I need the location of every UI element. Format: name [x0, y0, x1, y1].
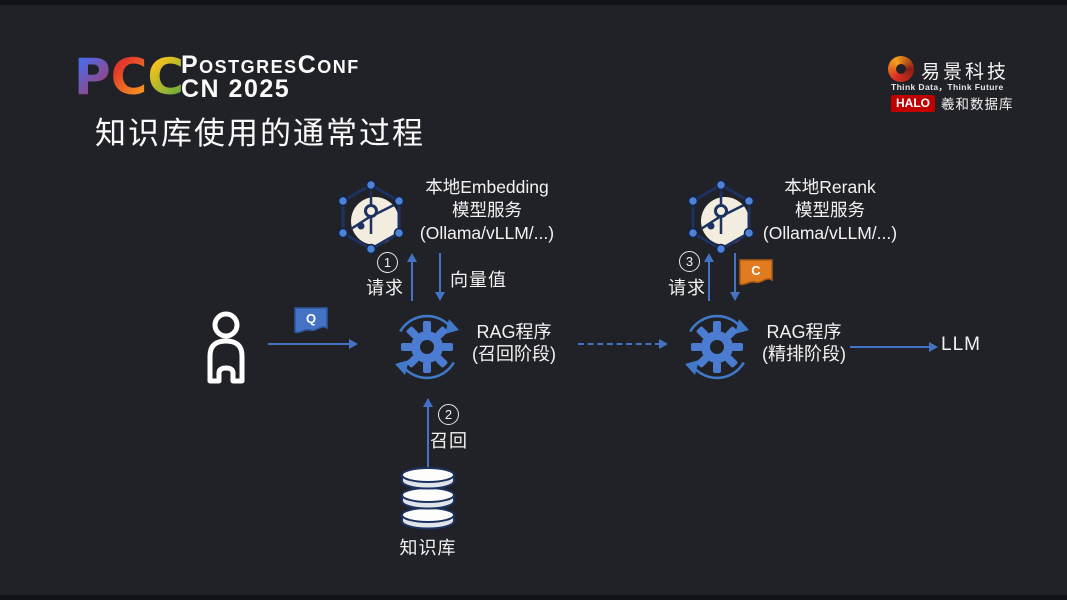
rag-refine-line2: (精排阶段) [762, 344, 846, 364]
step3-number: 3 [679, 251, 700, 272]
knowledge-base-label: 知识库 [399, 538, 457, 558]
embedding-model-icon [337, 180, 405, 254]
rerank-line1: 本地Rerank [784, 177, 876, 197]
brand-company: 易景科技 [921, 62, 1010, 83]
rerank-model-icon [687, 180, 755, 254]
c-tag-text: C [751, 262, 761, 278]
rag-refine-line1: RAG程序 [766, 322, 842, 342]
llm-label: LLM [941, 334, 981, 355]
brand-halo-row: HALO 羲和数据库 [891, 93, 1014, 113]
letterbox-top [0, 0, 1067, 5]
user-icon [207, 311, 245, 384]
pcc-logo: P C C [74, 52, 184, 102]
vector-down-arrow [434, 253, 446, 301]
step2-number: 2 [438, 404, 459, 425]
embedding-line3: (Ollama/vLLM/...) [419, 223, 555, 243]
slide-title: 知识库使用的通常过程 [95, 116, 425, 151]
rag-refine-gear-icon [685, 314, 749, 380]
brand-tagline: Think Data，Think Future [891, 82, 1004, 92]
q-tag: Q [293, 306, 329, 338]
recall-up-arrow [422, 398, 434, 468]
embedding-line1: 本地Embedding [425, 177, 549, 197]
embedding-service-label: 本地Embedding 模型服务 (Ollama/vLLM/...) [403, 176, 571, 245]
letterbox-bottom [0, 595, 1067, 600]
rerank-line3: (Ollama/vLLM/...) [762, 223, 898, 243]
rerank-service-label: 本地Rerank 模型服务 (Ollama/vLLM/...) [746, 176, 914, 245]
rerank-line2: 模型服务 [795, 200, 865, 220]
rag-recall-line1: RAG程序 [476, 322, 552, 342]
vector-value-label: 向量值 [450, 270, 507, 290]
halo-badge: HALO [891, 94, 935, 112]
conference-wordmark: PostgresConf CN 2025 [181, 51, 360, 103]
rag-recall-label: RAG程序 (召回阶段) [458, 321, 570, 365]
step3-label: 请求 [668, 278, 706, 298]
brand-logo-hole [896, 64, 906, 74]
pcc-letter-p: P [74, 52, 111, 102]
recall-to-refine-arrow [578, 339, 668, 349]
rag-recall-gear-icon [395, 314, 459, 380]
rag-recall-line2: (召回阶段) [472, 344, 556, 364]
context-down-arrow [729, 253, 741, 301]
rag-refine-label: RAG程序 (精排阶段) [748, 321, 860, 365]
step1-number: 1 [377, 252, 398, 273]
request-up-arrow-1 [406, 253, 418, 301]
refine-to-llm-arrow [850, 342, 938, 352]
request-up-arrow-2 [703, 253, 715, 301]
brand-logo-icon [888, 56, 914, 82]
halo-product: 羲和数据库 [941, 97, 1014, 112]
q-tag-text: Q [305, 310, 317, 326]
pcc-letter-c2: C [147, 52, 184, 102]
conference-edition: CN 2025 [181, 75, 291, 103]
embedding-line2: 模型服务 [452, 200, 522, 220]
c-tag: C [738, 258, 774, 290]
conference-name: PostgresConf [181, 51, 360, 79]
step2-label: 召回 [430, 431, 468, 451]
step1-label: 请求 [366, 278, 404, 298]
pcc-letter-c1: C [111, 52, 148, 102]
knowledge-base-icon [401, 467, 455, 530]
query-arrow [268, 339, 358, 349]
